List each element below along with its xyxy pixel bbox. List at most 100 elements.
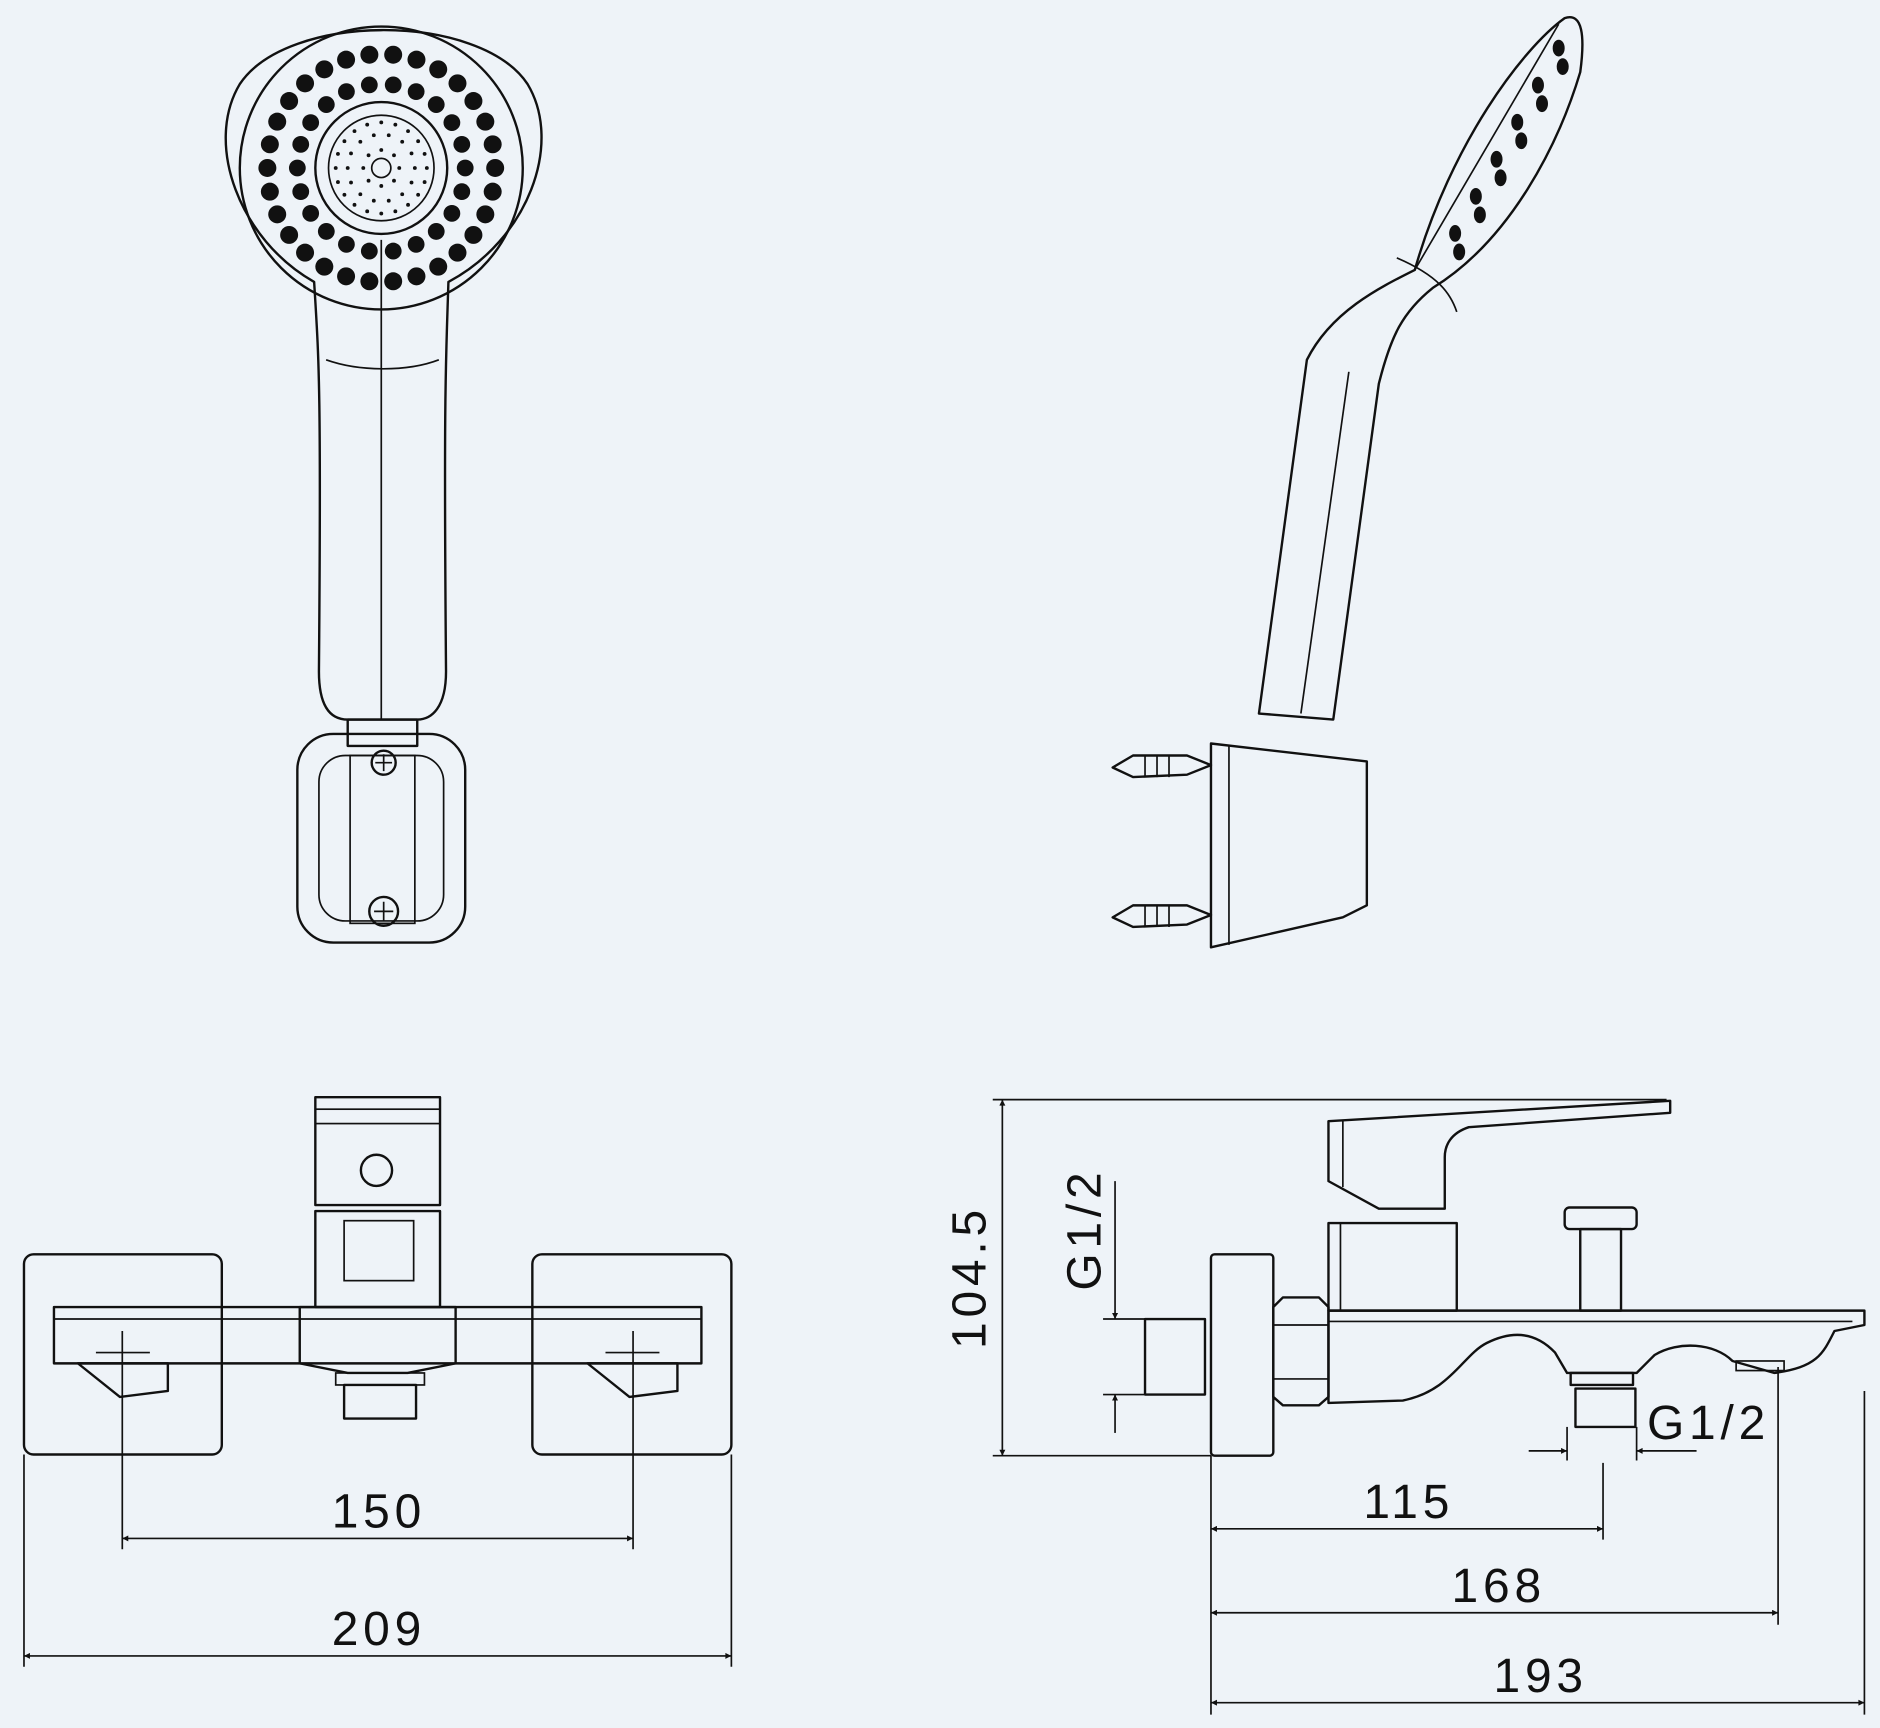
nozzle-dot <box>448 74 467 93</box>
spray-hole <box>352 129 357 134</box>
dim-outlet-thread-label: G1/2 <box>1647 1397 1770 1450</box>
spray-hole <box>400 139 405 144</box>
nozzle-dot <box>360 272 379 291</box>
spray-hole <box>352 202 357 207</box>
nozzle-dot <box>1531 76 1544 94</box>
nozzle-dot <box>384 272 403 291</box>
spray-nozzles <box>258 45 505 291</box>
spray-hole <box>392 178 396 183</box>
nozzle-dot <box>258 159 277 177</box>
dim-209-label: 209 <box>332 1603 426 1656</box>
nozzle-dot <box>1469 187 1482 205</box>
nozzle-dot <box>1552 39 1565 57</box>
nozzle-dot <box>360 76 378 94</box>
nozzle-dot <box>1556 58 1569 76</box>
nozzle-dot <box>453 183 471 201</box>
spray-nozzles-side <box>1449 39 1569 261</box>
spray-hole <box>409 180 414 185</box>
screw-icon <box>368 895 400 927</box>
spray-hole <box>416 139 421 144</box>
spray-hole <box>342 139 347 144</box>
nozzle-dot <box>360 242 378 260</box>
nozzle-dot <box>317 223 335 240</box>
nozzle-dot <box>448 243 467 262</box>
nozzle-dot <box>486 159 505 177</box>
side-dimensions: 104.5 G1/2 G1/2 115 168 193 <box>944 1098 1866 1715</box>
nozzle-dot <box>1515 132 1528 150</box>
spray-hole <box>406 202 410 207</box>
spray-hole <box>361 166 366 170</box>
dim-115-label: 115 <box>1363 1476 1454 1529</box>
nozzle-dot <box>296 74 315 93</box>
spray-hole <box>379 211 384 216</box>
spray-hole <box>424 166 429 170</box>
nozzle-dot <box>1449 224 1462 242</box>
nozzle-dot <box>464 225 483 244</box>
mixer-side-view <box>1143 1099 1866 1457</box>
spray-hole <box>392 153 396 158</box>
nozzle-dot <box>317 96 335 113</box>
nozzle-dot <box>427 223 445 240</box>
nozzle-dot <box>360 45 379 64</box>
nozzle-dot <box>302 114 320 132</box>
spray-hole <box>393 209 398 214</box>
nozzle-dot <box>476 112 495 131</box>
spray-hole <box>371 133 376 138</box>
spray-hole <box>349 180 353 185</box>
spray-hole <box>379 120 384 125</box>
nozzle-dot <box>1490 150 1503 168</box>
dim-inlet-thread-label: G1/2 <box>1059 1168 1112 1291</box>
nozzle-dot <box>1453 243 1466 261</box>
nozzle-dot <box>407 267 426 286</box>
spray-hole <box>365 209 370 214</box>
hand-shower-front-view <box>224 25 543 944</box>
wall-anchor-icon <box>1111 904 1213 929</box>
nozzle-dot <box>427 96 445 113</box>
nozzle-dot <box>288 159 306 177</box>
spray-hole <box>379 148 384 152</box>
nozzle-dot <box>443 204 461 222</box>
spray-hole <box>366 178 371 183</box>
nozzle-dot <box>476 205 495 224</box>
nozzle-dot <box>483 135 502 154</box>
dim-150-label: 150 <box>332 1486 426 1539</box>
nozzle-dot <box>1511 113 1524 131</box>
spray-hole <box>345 166 350 170</box>
nozzle-dot <box>280 225 299 244</box>
nozzle-dot <box>384 242 402 260</box>
spray-hole <box>422 151 427 156</box>
nozzle-dot <box>483 182 502 201</box>
nozzle-dot <box>407 83 425 101</box>
nozzle-dot <box>443 114 461 132</box>
spray-hole <box>349 151 353 156</box>
spray-hole <box>400 192 405 197</box>
nozzle-dot <box>456 159 474 177</box>
nozzle-dot <box>407 50 426 69</box>
dim-height-label: 104.5 <box>944 1205 997 1349</box>
nozzle-dot <box>260 182 279 201</box>
hand-shower-side-view <box>1111 16 1584 949</box>
spray-hole <box>379 184 384 188</box>
spray-hole <box>365 122 370 127</box>
spray-hole <box>336 180 340 184</box>
nozzle-dot <box>384 76 402 94</box>
front-dimensions: 150 209 <box>23 1354 733 1667</box>
spray-hole <box>386 198 391 203</box>
spray-hole <box>358 192 363 197</box>
spray-hole <box>386 133 391 138</box>
nozzle-dot <box>296 243 315 262</box>
nozzle-dot <box>338 83 355 101</box>
dim-193-label: 193 <box>1494 1650 1588 1703</box>
screw-icon <box>370 749 397 776</box>
nozzle-dot <box>1536 95 1548 113</box>
spray-hole <box>393 122 398 127</box>
nozzle-dot <box>292 183 310 201</box>
nozzle-dot <box>260 135 279 154</box>
spray-hole <box>416 192 421 197</box>
spray-hole <box>333 166 338 170</box>
nozzle-dot <box>1494 169 1507 187</box>
spray-hole <box>371 198 376 203</box>
nozzle-dot <box>384 45 403 64</box>
spray-hole <box>409 151 414 156</box>
